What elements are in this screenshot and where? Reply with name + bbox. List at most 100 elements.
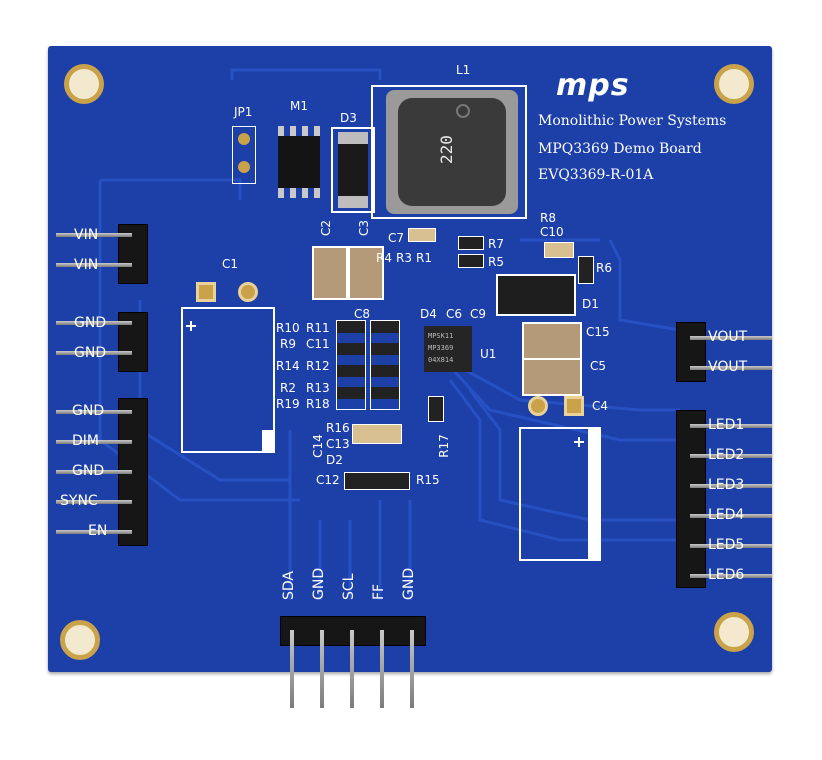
label-r15: R15 [416,473,440,487]
led-pin-3[interactable] [690,484,772,488]
ctrl-pin-en[interactable] [56,530,132,534]
label-m1: M1 [290,99,308,113]
label-bottom-gnd-1: GND [311,567,327,600]
led-pin-4[interactable] [690,514,772,518]
label-gnd-1: GND [74,315,107,331]
vout-pin-2[interactable] [690,366,772,370]
label-r11: R11 [306,321,330,335]
label-gnd-2: GND [74,345,107,361]
led-pin-6[interactable] [690,574,772,578]
label-c12: C12 [316,473,340,487]
c1-outline [181,307,275,453]
label-ctrl-dim: DIM [72,433,99,449]
smd-c12 [344,472,410,490]
label-scl: SCL [341,573,357,600]
smd-r7 [458,236,484,250]
i2c-pin-sda[interactable] [290,630,294,708]
vout-pin-1[interactable] [690,336,772,340]
smd-resistor-array-right [370,320,400,410]
ic-marking-3: 04X814 [428,356,454,364]
jumper-jp1 [232,126,256,184]
label-c8: C8 [354,307,371,321]
label-ff: FF [371,583,387,600]
label-vout-1: VOUT [708,329,748,345]
ctrl-pin-dim[interactable] [56,440,132,444]
brand-line-3: EVQ3369-R-01A [538,167,654,183]
smd-r17 [428,396,444,422]
capacitor-c3 [348,246,384,300]
i2c-pin-ff[interactable] [380,630,384,708]
smd-c13 [352,424,402,444]
mps-logo: mps [556,68,630,103]
label-c6: C6 [446,307,463,321]
led-pin-5[interactable] [690,544,772,548]
label-led5: LED5 [708,537,745,553]
label-c3: C3 [357,219,372,237]
label-c4: C4 [592,399,609,413]
capacitor-c5 [522,358,582,396]
label-led4: LED4 [708,507,745,523]
vin-pin-2[interactable] [56,263,132,267]
gnd-pin-1[interactable] [56,321,132,325]
vout-header [676,322,706,382]
label-vin-2: VIN [74,257,99,273]
smd-c7 [408,228,436,242]
inductor-l1: 220 [386,90,518,214]
label-ctrl-en: EN [88,523,108,539]
label-bottom-gnd-2: GND [401,567,417,600]
label-c2: C2 [319,219,334,237]
brand-line-2: MPQ3369 Demo Board [538,141,702,157]
capacitor-c15 [522,322,582,360]
gnd-pin-2[interactable] [56,351,132,355]
diode-d1 [496,274,576,316]
label-c9: C9 [470,307,487,321]
mounting-hole-top-left [64,64,104,104]
i2c-pin-gnd-2[interactable] [410,630,414,708]
label-ctrl-sync: SYNC [60,493,98,509]
ctrl-pin-gnd-2[interactable] [56,470,132,474]
inductor-marking: 220 [436,135,456,164]
label-r9: R9 [280,337,296,351]
label-c13: C13 [326,437,350,451]
capacitor-c2 [312,246,348,300]
label-r17: R17 [436,434,451,458]
smd-r6 [578,256,594,284]
label-c7: C7 [388,231,405,245]
label-d4: D4 [420,307,437,321]
label-c14: C14 [310,434,325,458]
label-ctrl-gnd-1: GND [72,403,105,419]
label-r16: R16 [326,421,350,435]
mounting-hole-bottom-left [60,620,100,660]
label-d3: D3 [340,111,357,125]
label-c11: C11 [306,337,330,351]
ic-marking-1: MPSK11 [428,332,454,340]
label-led1: LED1 [708,417,745,433]
label-sda: SDA [281,571,297,600]
c4-pad-round [528,396,548,416]
ctrl-pin-gnd-1[interactable] [56,410,132,414]
label-r5: R5 [488,255,504,269]
smd-r5 [458,254,484,268]
label-r12: R12 [306,359,330,373]
label-r18: R18 [306,397,330,411]
label-r2: R2 [280,381,296,395]
label-r6: R6 [596,261,612,275]
c1-pad-square [196,282,216,302]
label-d2: D2 [326,453,343,467]
label-d1: D1 [582,297,599,311]
label-u1: U1 [480,347,497,361]
vin-pin-1[interactable] [56,233,132,237]
led-pin-2[interactable] [690,454,772,458]
ctrl-pin-sync[interactable] [56,500,132,504]
label-ctrl-gnd-2: GND [72,463,105,479]
i2c-pin-scl[interactable] [350,630,354,708]
c1-pad-round [238,282,258,302]
led-pin-1[interactable] [690,424,772,428]
c4-pad-square [564,396,584,416]
label-r14: R14 [276,359,300,373]
mounting-hole-bottom-right [714,612,754,652]
label-led2: LED2 [708,447,745,463]
ic-marking-2: MP3369 [428,344,454,352]
mosfet-m1 [272,124,326,200]
i2c-pin-gnd-1[interactable] [320,630,324,708]
